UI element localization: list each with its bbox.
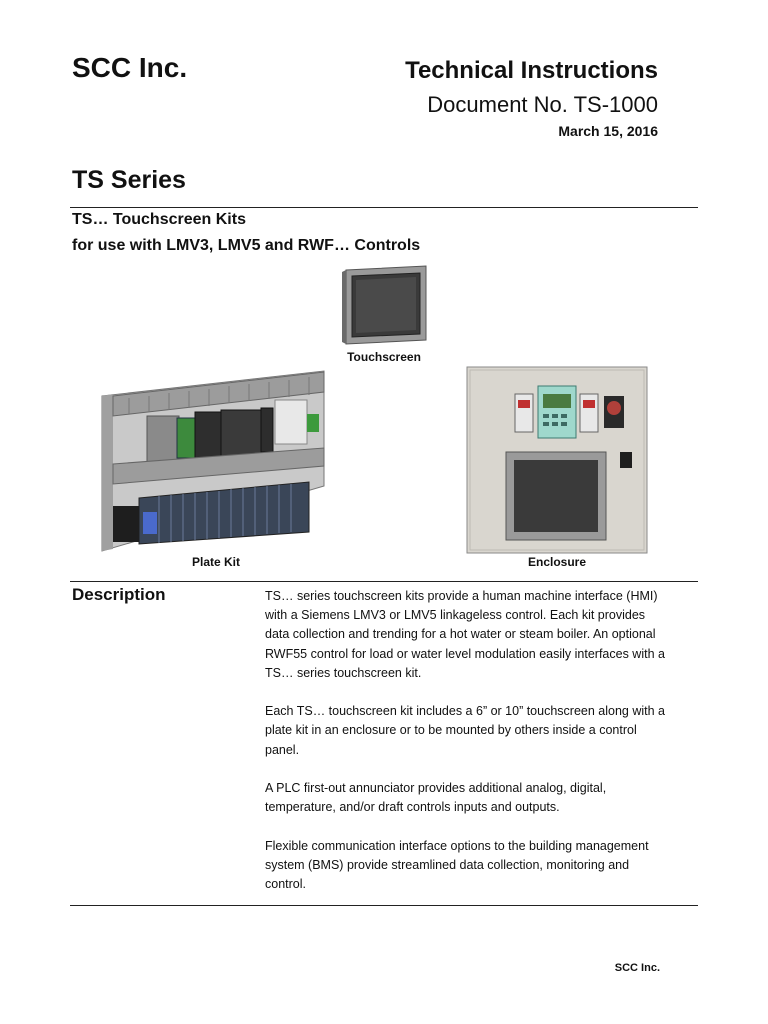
description-body: TS… series touchscreen kits provide a hu… xyxy=(265,587,665,913)
plate-kit-image xyxy=(101,370,325,552)
divider-top xyxy=(70,207,698,208)
enclosure-caption: Enclosure xyxy=(527,555,587,569)
touchscreen-caption: Touchscreen xyxy=(347,350,421,364)
footer-company: SCC Inc. xyxy=(614,962,660,974)
description-paragraph-4: Flexible communication interface options… xyxy=(265,838,649,891)
description-paragraph-1: TS… series touchscreen kits provide a hu… xyxy=(265,589,665,680)
company-name: SCC Inc. xyxy=(72,52,188,83)
description-heading: Description xyxy=(72,585,166,604)
plate-kit-caption: Plate Kit xyxy=(191,555,240,569)
document-date: March 15, 2016 xyxy=(558,123,658,139)
subtitle-line-2: for use with LMV3, LMV5 and RWF… Control… xyxy=(72,237,421,254)
enclosure-image xyxy=(466,366,648,554)
divider-middle xyxy=(70,581,698,582)
description-paragraph-2: Each TS… touchscreen kit includes a 6” o… xyxy=(265,704,665,757)
series-title: TS Series xyxy=(72,166,186,194)
divider-bottom xyxy=(70,905,698,906)
document-type: Technical Instructions xyxy=(405,57,658,84)
touchscreen-image xyxy=(342,265,427,345)
document-number: Document No. TS-1000 xyxy=(427,92,658,117)
description-paragraph-3: A PLC first-out annunciator provides add… xyxy=(265,781,607,815)
subtitle-line-1: TS… Touchscreen Kits xyxy=(72,211,246,228)
